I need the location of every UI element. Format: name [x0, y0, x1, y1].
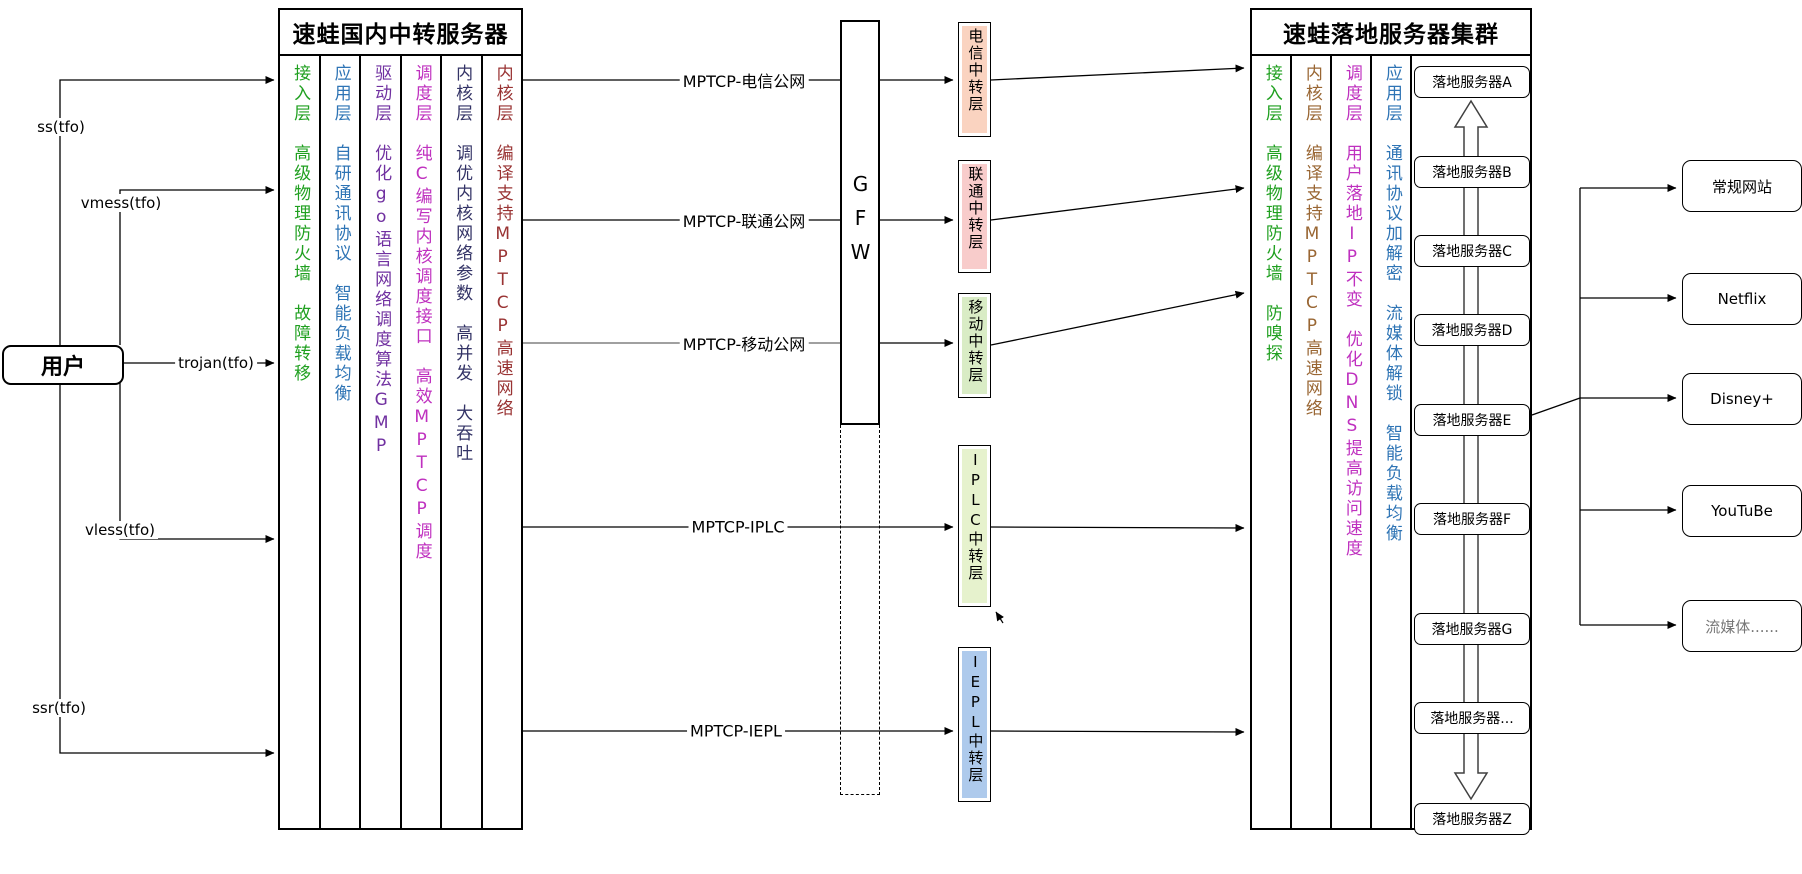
- protocol-label-ssr: ssr(tfo): [29, 699, 89, 717]
- landing-server-f: 落地服务器F: [1414, 503, 1530, 535]
- gfw-dashed-extension: [840, 425, 880, 795]
- landing-server-z: 落地服务器Z: [1414, 803, 1530, 835]
- landing-server-stack: 落地服务器A 落地服务器B 落地服务器C 落地服务器D 落地服务器E 落地服务器…: [1412, 56, 1530, 835]
- relay-column-access: 接入层 高级物理防火墙 故障转移: [280, 56, 321, 828]
- relay-layer-iepl: IEPL中转层: [958, 647, 991, 802]
- mptcp-link-label-telecom: MPTCP-电信公网: [679, 68, 809, 92]
- relay-layer-iplc: IPLC中转层: [958, 445, 991, 607]
- updown-block-arrow: [1453, 99, 1489, 801]
- website-youtube: YouTuBe: [1682, 485, 1802, 537]
- relay-server-title: 速蛙国内中转服务器: [280, 10, 521, 56]
- gfw-box: GFW: [840, 20, 880, 425]
- landing-server-ellipsis: 落地服务器...: [1414, 702, 1530, 734]
- relay-server-box: 速蛙国内中转服务器 接入层 高级物理防火墙 故障转移 应用层 自研通讯协议 智能…: [278, 8, 523, 830]
- website-disney: Disney+: [1682, 373, 1802, 425]
- relay-server-columns: 接入层 高级物理防火墙 故障转移 应用层 自研通讯协议 智能负载均衡 驱动层 优…: [280, 56, 521, 828]
- website-streaming-etc: 流媒体......: [1682, 600, 1802, 652]
- cluster-column-kernel: 内核层 编译支持MPTCP高速网络: [1292, 56, 1332, 828]
- mptcp-link-label-unicom: MPTCP-联通公网: [679, 208, 809, 232]
- landing-server-e: 落地服务器E: [1414, 404, 1530, 436]
- mptcp-link-label-iplc: MPTCP-IPLC: [688, 517, 788, 537]
- relay-column-application: 应用层 自研通讯协议 智能负载均衡: [321, 56, 361, 828]
- relay-layer-unicom: 联通中转层: [958, 160, 991, 273]
- gfw-label: GFW: [848, 171, 873, 274]
- cluster-column-scheduler: 调度层 用户落地IP不变 优化DNS提高访问速度: [1332, 56, 1372, 828]
- protocol-label-ss: ss(tfo): [34, 118, 88, 136]
- landing-server-d: 落地服务器D: [1414, 314, 1530, 346]
- relay-column-kernel-tuning: 内核层 调优内核网络参数 高并发 大吞吐: [442, 56, 483, 828]
- protocol-label-vless: vless(tfo): [82, 521, 158, 539]
- relay-column-driver: 驱动层 优化go语言网络调度算法GMP: [361, 56, 402, 828]
- website-netflix: Netflix: [1682, 273, 1802, 325]
- relay-layer-mobile: 移动中转层: [958, 293, 991, 398]
- cluster-column-application: 应用层 通讯协议加解密 流媒体解锁 智能负载均衡: [1372, 56, 1412, 828]
- cluster-column-access: 接入层 高级物理防火墙 防嗅探: [1252, 56, 1292, 828]
- landing-server-b: 落地服务器B: [1414, 156, 1530, 188]
- landing-server-a: 落地服务器A: [1414, 66, 1530, 98]
- protocol-label-vmess: vmess(tfo): [77, 194, 165, 212]
- relay-column-kernel-mptcp: 内核层 编译支持MPTCP高速网络: [492, 64, 513, 419]
- protocol-label-trojan: trojan(tfo): [175, 354, 257, 372]
- user-box: 用户: [2, 345, 124, 385]
- relay-layer-telecom: 电信中转层: [958, 22, 991, 137]
- landing-cluster-box: 速蛙落地服务器集群 接入层 高级物理防火墙 防嗅探 内核层 编译支持MPTCP高…: [1250, 8, 1532, 835]
- website-regular-sites: 常规网站: [1682, 160, 1802, 212]
- landing-server-g: 落地服务器G: [1414, 613, 1530, 645]
- mptcp-link-label-iepl: MPTCP-IEPL: [687, 721, 785, 741]
- landing-server-c: 落地服务器C: [1414, 235, 1530, 267]
- mptcp-link-label-mobile: MPTCP-移动公网: [679, 331, 809, 355]
- relay-column-scheduler: 调度层 纯C编写内核调度接口 高效MPTCP调度: [402, 56, 442, 828]
- landing-cluster-title: 速蛙落地服务器集群: [1252, 10, 1530, 56]
